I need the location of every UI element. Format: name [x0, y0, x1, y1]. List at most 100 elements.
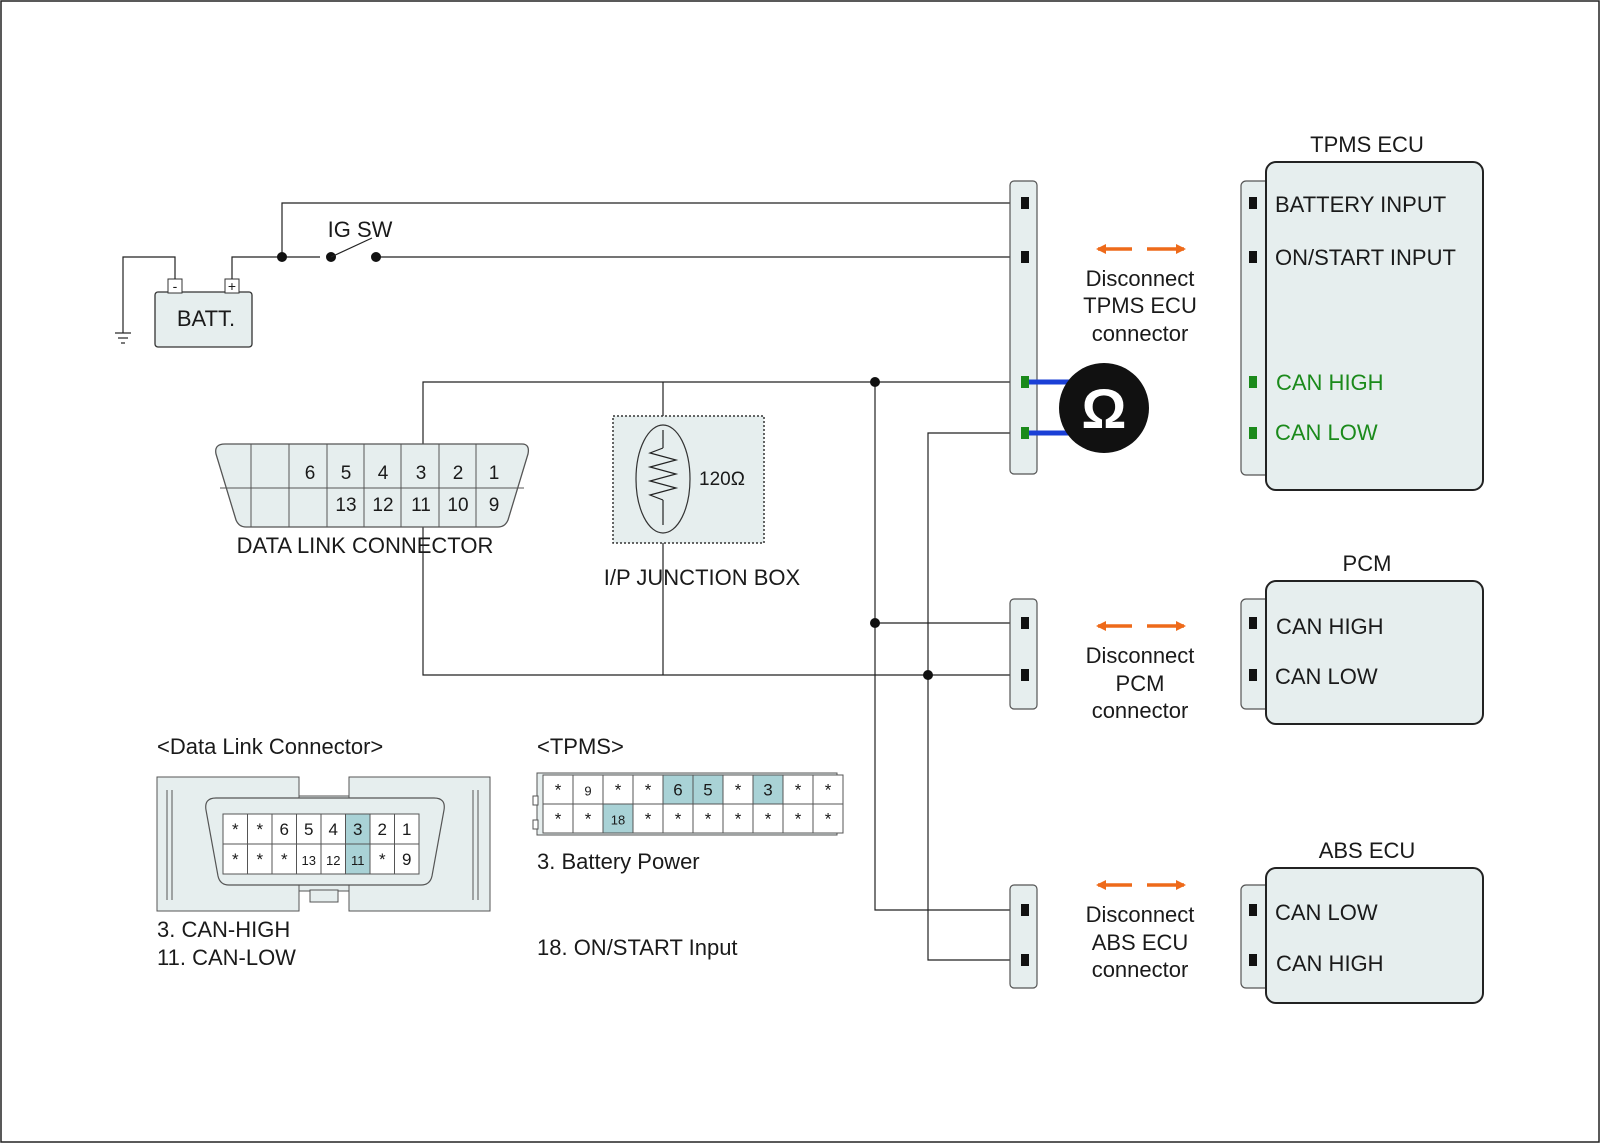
tpms-face-pin: *: [765, 810, 772, 829]
tpms-face-pin: *: [795, 810, 802, 829]
tpms-pin-battery-input: BATTERY INPUT: [1275, 192, 1446, 217]
tpms-face-cell: [662, 803, 694, 834]
dlc-face-pin: 12: [326, 853, 340, 868]
dlc-face-pin: *: [379, 850, 386, 869]
dlc-face-pin: *: [256, 820, 263, 839]
disconnect-label: ABS ECU: [1092, 930, 1189, 955]
dlc-face-title: <Data Link Connector>: [157, 734, 383, 759]
battery: - + BATT.: [154, 278, 253, 348]
dlc-face-pin: *: [281, 850, 288, 869]
ohm-icon: Ω: [1082, 377, 1127, 440]
dlc-face-cell: [222, 813, 248, 845]
tpms-face-cell: [812, 774, 844, 805]
dlc-pin: 10: [447, 495, 468, 516]
pcm: PCM CAN HIGH CAN LOW: [1240, 551, 1484, 725]
tpms-pin-can-high: CAN HIGH: [1276, 370, 1384, 395]
pcm-pin-can-high: CAN HIGH: [1276, 614, 1384, 639]
tpms-face-note: 18. ON/START Input: [537, 935, 738, 960]
dlc-face-cell: [271, 843, 297, 875]
tpms-face-pin: *: [645, 781, 652, 800]
disconnect-label: TPMS ECU: [1083, 293, 1197, 318]
abs-pin-can-low: CAN LOW: [1275, 900, 1378, 925]
tpms-harness-connector: [1009, 180, 1038, 475]
dlc-pin: 13: [335, 495, 356, 516]
abs-ecu: ABS ECU CAN LOW CAN HIGH: [1240, 838, 1484, 1004]
dlc-title: DATA LINK CONNECTOR: [237, 533, 494, 558]
disconnect-label: PCM: [1116, 671, 1165, 696]
dlc-pin: 1: [489, 463, 500, 484]
disconnect-pcm: Disconnect PCM connector: [1086, 621, 1194, 723]
splice-dot: [923, 670, 933, 680]
tpms-face-cell: [572, 803, 604, 834]
dlc-pin: 4: [378, 463, 389, 484]
wire-can-low-main: [422, 505, 1018, 676]
tpms-face-pin: 9: [584, 784, 591, 799]
dlc-pin: 11: [411, 495, 431, 516]
wire-can-high-bus: [874, 382, 1018, 911]
dlc-face-cell: [247, 843, 273, 875]
abs-pin-can-high: CAN HIGH: [1276, 951, 1384, 976]
dlc-face-pin: *: [232, 820, 239, 839]
splice-dot: [870, 377, 880, 387]
pcm-harness-connector: [1009, 598, 1038, 710]
pcm-title: PCM: [1343, 551, 1392, 576]
tpms-ecu: TPMS ECU BATTERY INPUT ON/START INPUT CA…: [1240, 132, 1484, 491]
tpms-pin-can-low: CAN LOW: [1275, 420, 1378, 445]
dlc-face-note: 3. CAN-HIGH: [157, 917, 290, 942]
tpms-face-cell: [752, 803, 784, 834]
dlc-face-pin: 5: [304, 820, 313, 839]
resistor-icon: [647, 430, 679, 525]
tpms-face-pin: 18: [611, 813, 625, 828]
disconnect-label: Disconnect: [1086, 266, 1195, 291]
abs-ecu-title: ABS ECU: [1319, 838, 1416, 863]
tpms-face-pin: 6: [673, 781, 682, 800]
battery-plus-label: +: [228, 278, 236, 294]
data-link-connector: 6 5 4 3 2 1 13 12 11 10 9 DATA LINK CONN…: [215, 443, 530, 558]
tpms-face-pin: *: [645, 810, 652, 829]
ground-icon: [115, 256, 176, 344]
tpms-face-cell: [782, 774, 814, 805]
disconnect-tpms: Disconnect TPMS ECU connector: [1083, 244, 1197, 346]
tpms-ecu-title: TPMS ECU: [1310, 132, 1424, 157]
dlc-pin: 6: [305, 463, 316, 484]
dlc-face-cell: [296, 813, 322, 845]
tpms-face-cell: [812, 803, 844, 834]
dlc-face-cell: [394, 813, 420, 845]
abs-harness-connector: [1009, 884, 1038, 989]
battery-minus-label: -: [173, 278, 178, 294]
tpms-face-pin: *: [735, 781, 742, 800]
disconnect-label: connector: [1092, 698, 1189, 723]
dlc-face-note: 11. CAN-LOW: [157, 945, 296, 970]
dlc-face-cell: [394, 843, 420, 875]
disconnect-label: connector: [1092, 957, 1189, 982]
dlc-face-pin: 4: [329, 820, 338, 839]
dlc-pin: 9: [489, 495, 500, 516]
splice-dot: [870, 618, 880, 628]
wire-can-low-bus: [927, 432, 1018, 961]
wire-battery-input: [281, 202, 1018, 257]
tpms-face-pin: *: [615, 781, 622, 800]
tpms-pin-on-start-input: ON/START INPUT: [1275, 245, 1456, 270]
dlc-face-cell: [296, 843, 322, 875]
splice-dot: [277, 252, 287, 262]
tpms-face-pin: *: [585, 810, 592, 829]
tpms-face-pin: *: [705, 810, 712, 829]
tpms-face-cell: [602, 803, 634, 834]
ohmmeter: Ω: [1029, 363, 1149, 453]
dlc-pin: 2: [453, 463, 464, 484]
dlc-pin: 5: [341, 463, 352, 484]
pcm-pin-can-low: CAN LOW: [1275, 664, 1378, 689]
tpms-face-pin: 3: [763, 781, 772, 800]
tpms-face-pin: *: [555, 810, 562, 829]
dlc-face-pin: 9: [402, 850, 411, 869]
dlc-face-cell: [222, 843, 248, 875]
dlc-face-pin: 3: [353, 820, 362, 839]
ig-switch: IG SW: [320, 217, 393, 264]
dlc-face-pin: *: [232, 850, 239, 869]
tpms-face-cell: [782, 803, 814, 834]
tpms-face-pin: *: [825, 781, 832, 800]
tpms-face-pin: *: [555, 781, 562, 800]
disconnect-label: connector: [1092, 321, 1189, 346]
